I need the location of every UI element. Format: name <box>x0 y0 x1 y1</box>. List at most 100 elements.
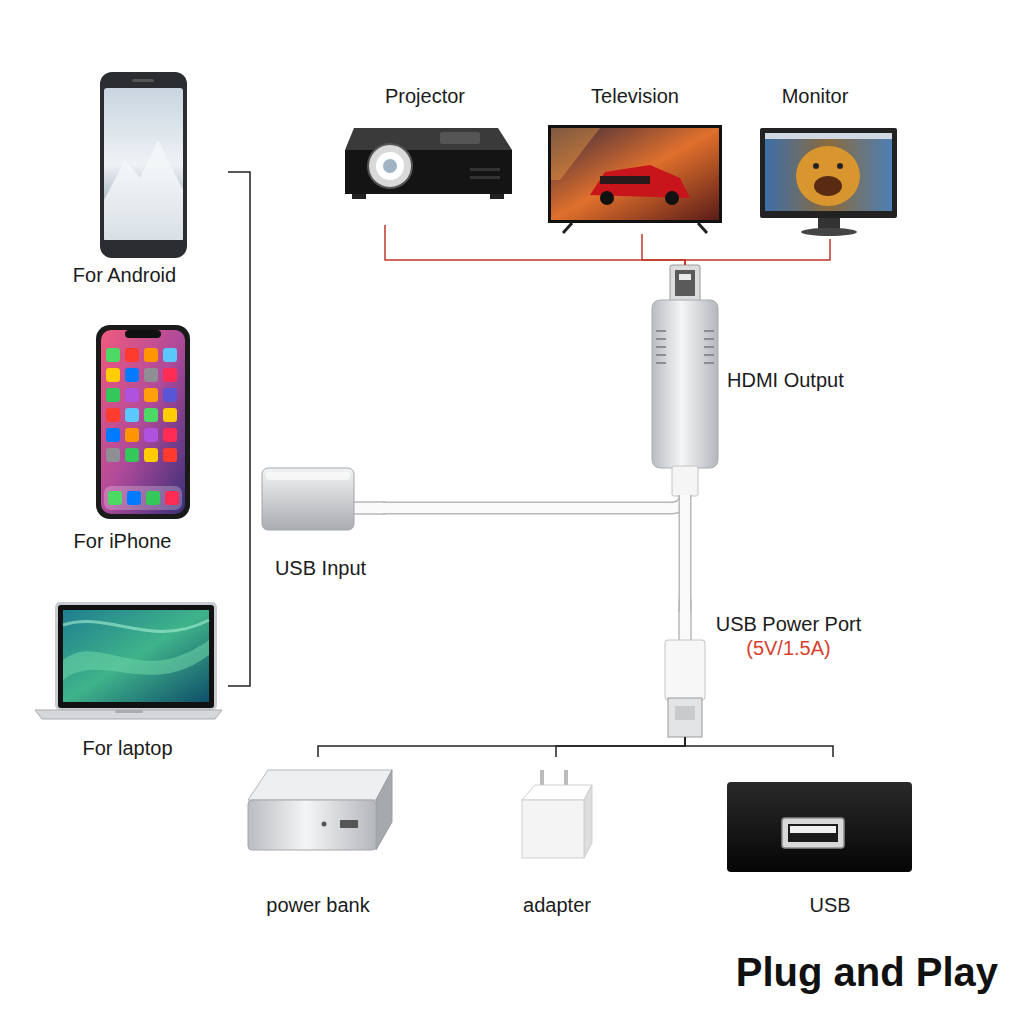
monitor <box>796 146 860 206</box>
usb-port <box>727 782 912 872</box>
iphone <box>125 348 139 362</box>
projector <box>368 144 412 188</box>
iphone <box>163 428 177 442</box>
iphone <box>125 368 139 382</box>
hdmi-plug <box>656 354 666 356</box>
television <box>548 125 722 233</box>
android-phone <box>100 72 187 258</box>
power-bank <box>248 800 376 850</box>
device-label: Monitor <box>782 84 849 108</box>
device-node: For Android <box>52 65 197 287</box>
iphone <box>106 348 120 362</box>
hdmi-plug <box>679 274 691 280</box>
android-phone <box>132 79 154 82</box>
iphone <box>96 325 190 519</box>
device-label: Television <box>591 84 679 108</box>
iphone <box>125 330 161 338</box>
device-node: For iPhone <box>50 318 195 553</box>
usb-port <box>790 826 836 833</box>
monitor <box>813 163 819 169</box>
usb-port <box>788 824 838 842</box>
connector-path <box>385 225 685 265</box>
hdmi-plug <box>672 466 698 496</box>
cable-core <box>680 495 690 612</box>
power-adapter <box>522 785 592 800</box>
power-bank <box>376 770 392 850</box>
usb-power-plug <box>665 600 705 737</box>
hdmi-plug <box>652 265 718 496</box>
hdmi-plug <box>656 346 666 348</box>
power-bank <box>322 822 327 827</box>
connector-line <box>385 225 685 265</box>
television <box>665 191 679 205</box>
iphone <box>106 408 120 422</box>
cable-core <box>383 495 685 508</box>
bracket-line <box>228 172 250 686</box>
iphone <box>163 348 177 362</box>
connector-line <box>318 737 685 757</box>
iphone <box>144 368 158 382</box>
android-phone <box>104 140 183 240</box>
iphone <box>125 448 139 462</box>
device-node: USB Input <box>258 465 383 580</box>
iphone <box>163 368 177 382</box>
iphone <box>125 428 139 442</box>
projector <box>470 176 500 179</box>
projector <box>352 194 366 199</box>
laptop <box>35 602 222 719</box>
projector <box>345 128 512 150</box>
device-label: Projector <box>385 84 465 108</box>
usb-input-connector <box>262 468 354 530</box>
device-label: For laptop <box>82 736 172 760</box>
device-node: USB <box>735 757 925 917</box>
hdmi-plug <box>670 265 700 302</box>
iphone <box>101 330 185 514</box>
iphone <box>96 325 190 519</box>
device-node: Television <box>545 84 725 234</box>
device-node: Projector <box>335 84 515 225</box>
iphone <box>106 368 120 382</box>
rating-label: (5V/1.5A) <box>746 636 830 660</box>
laptop <box>35 710 222 719</box>
iphone <box>163 388 177 402</box>
iphone <box>106 448 120 462</box>
television <box>548 125 722 223</box>
usb-power-plug <box>668 698 702 737</box>
iphone <box>163 448 177 462</box>
usb-power-plug <box>675 706 695 720</box>
connector-line <box>642 234 685 265</box>
usb-port <box>782 818 844 848</box>
power-adapter <box>522 800 584 858</box>
laptop <box>63 620 209 631</box>
iphone <box>146 491 160 505</box>
iphone <box>165 491 179 505</box>
iphone <box>144 388 158 402</box>
hdmi-plug <box>656 362 666 364</box>
iphone <box>125 388 139 402</box>
television <box>698 223 707 233</box>
android-phone <box>100 72 187 258</box>
connector-path <box>685 737 833 757</box>
monitor <box>801 228 857 236</box>
device-node: adapter <box>497 757 617 917</box>
connector-line <box>556 737 685 757</box>
laptop <box>63 640 209 680</box>
power-bank <box>340 820 358 828</box>
connector-path <box>318 737 685 757</box>
device-label: adapter <box>523 893 591 917</box>
hdmi-plug <box>656 330 666 332</box>
monitor <box>837 163 843 169</box>
power-bank <box>248 770 392 800</box>
device-label: USB Input <box>275 556 366 580</box>
device-node: HDMI Output <box>650 265 870 495</box>
connector-line <box>685 737 833 757</box>
device-label: For iPhone <box>74 529 172 553</box>
usb-input-connector <box>266 472 350 480</box>
iphone <box>104 486 182 510</box>
device-label: USB Power Port <box>716 612 862 636</box>
power-bank <box>248 770 392 850</box>
television <box>551 128 600 180</box>
iphone <box>127 491 141 505</box>
device-label: power bank <box>266 893 369 917</box>
laptop <box>55 602 217 710</box>
